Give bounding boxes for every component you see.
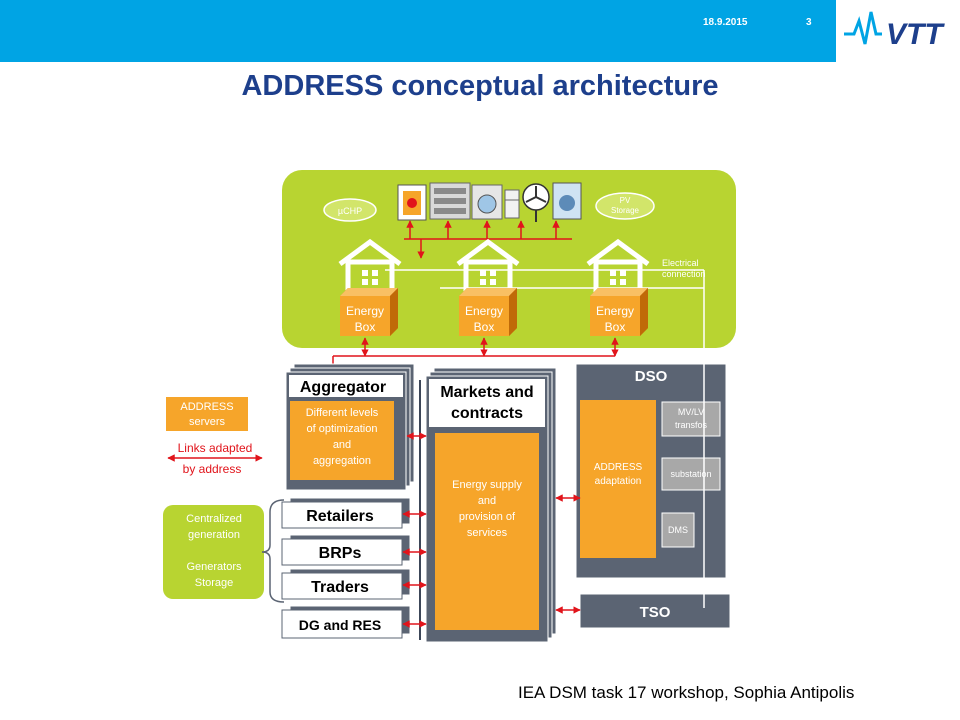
slide-title: ADDRESS conceptual architecture (241, 70, 719, 102)
appliance-icons (397, 182, 582, 222)
logo-text: VTT (886, 18, 945, 51)
brps-label: BRPs (319, 545, 362, 562)
aggregator-body-3: and (333, 439, 351, 451)
pv-storage-bubble (595, 192, 655, 220)
address-servers-label-2: servers (189, 416, 226, 428)
dg-res-label: DG and RES (299, 617, 381, 633)
energy-box: Energy Box (590, 288, 648, 336)
dms-box (661, 512, 695, 548)
electrical-connection-label-2: connection (662, 269, 706, 279)
tso-title: TSO (640, 604, 671, 621)
slide-date: 18.9.2015 (703, 17, 748, 28)
markets-address-server (435, 433, 539, 630)
substation-label: substation (670, 469, 711, 479)
links-adapted-label-2: by address (183, 462, 242, 476)
dms-label: DMS (668, 525, 688, 535)
mvlv-transfos-box (661, 401, 721, 437)
header-bar (0, 0, 836, 62)
links-adapted-label: Links adapted (178, 441, 253, 455)
centralized-generation-title-2: generation (188, 529, 240, 541)
pv-label: PV (620, 196, 631, 205)
energy-box-label: Energy (346, 304, 384, 318)
traders-label: Traders (311, 579, 369, 596)
aggregator-body: Different levels (306, 407, 379, 419)
markets-title-2: contracts (451, 405, 523, 422)
mvlv-label: MV/LV (678, 407, 704, 417)
energy-box: Energy Box (459, 288, 517, 336)
vtt-logo: VTT (844, 11, 945, 51)
electrical-connection-label: Electrical (662, 258, 699, 268)
mvlv-label-2: transfos (675, 420, 708, 430)
energy-box-label-2: Box (355, 320, 376, 334)
address-servers-label: ADDRESS (180, 401, 233, 413)
storage-label: Storage (611, 206, 640, 215)
centralized-generation-box (163, 505, 264, 599)
tso-box (579, 593, 731, 629)
footer-text: IEA DSM task 17 workshop, Sophia Antipol… (518, 683, 855, 702)
centralized-generation-title: Centralized (186, 513, 242, 525)
energy-box-label: Energy (465, 304, 503, 318)
fan-icon (522, 183, 550, 222)
fridge-icon (504, 189, 520, 219)
storage-label-2: Storage (195, 577, 234, 589)
uchp-label: µCHP (338, 206, 362, 216)
dso-title: DSO (635, 368, 668, 385)
aggregator-body-4: aggregation (313, 455, 371, 467)
markets-title: Markets and (440, 384, 533, 401)
markets-body: Energy supply (452, 479, 522, 491)
traders-box (281, 572, 403, 600)
markets-body-3: provision of (459, 511, 516, 523)
energy-box-label-2: Box (474, 320, 495, 334)
retailers-box (281, 501, 403, 529)
retailers-label: Retailers (306, 508, 374, 525)
dso-adaptation-label: ADDRESS (594, 462, 643, 473)
aggregator-body-2: of optimization (307, 423, 378, 435)
aggregator-address-server (290, 401, 394, 480)
dso-adaptation-label-2: adaptation (595, 476, 642, 487)
brps-box (281, 538, 403, 566)
page-number: 3 (806, 17, 812, 28)
dso-address-adaptation (580, 400, 656, 558)
energy-box-label: Energy (596, 304, 634, 318)
markets-body-2: and (478, 495, 496, 507)
address-servers-legend (166, 397, 248, 431)
markets-body-4: services (467, 527, 508, 539)
uchp-bubble (323, 198, 377, 222)
dg-res-box (281, 609, 403, 639)
aggregator-title: Aggregator (300, 379, 386, 396)
substation-box (661, 457, 721, 491)
energy-box: Energy Box (340, 288, 398, 336)
generators-label: Generators (186, 561, 242, 573)
appliance-icon (552, 182, 582, 220)
energy-box-label-2: Box (605, 320, 626, 334)
brace (261, 499, 285, 603)
